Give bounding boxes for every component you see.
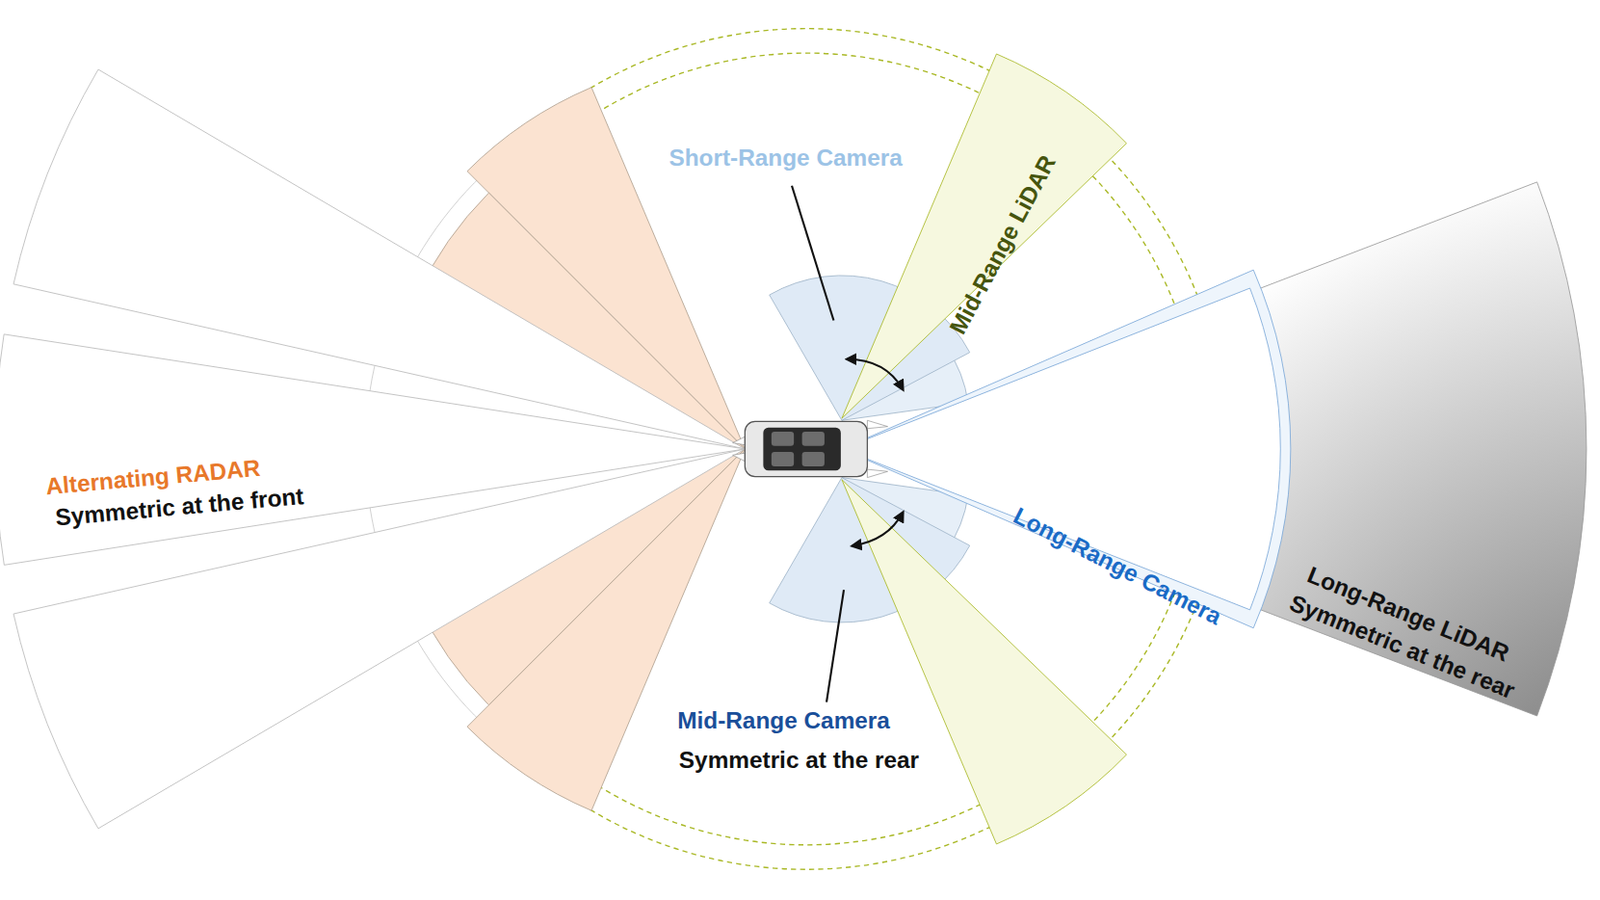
rotation-arrow	[852, 512, 904, 547]
sensor-mount	[733, 436, 746, 445]
sensor-mount	[866, 469, 888, 477]
sensor-label: Long-Range Camera	[1009, 502, 1226, 630]
long-range-camera-beam	[841, 288, 1281, 610]
leader-line	[791, 185, 834, 321]
leader-line	[826, 589, 844, 702]
rotation-arrow	[846, 359, 903, 391]
radar-long-beam	[0, 334, 745, 565]
sensor-label: Mid-Range Camera	[677, 707, 891, 734]
sensor-mount	[866, 419, 888, 428]
vehicle-seat	[771, 431, 794, 446]
sensor-label: Short-Range Camera	[668, 145, 902, 172]
note-label: Symmetric at the rear	[679, 747, 919, 774]
vehicle	[744, 420, 867, 476]
vehicle-seat	[802, 431, 825, 446]
sensor-label: Mid-Range LiDAR	[944, 151, 1061, 339]
vehicle-cabin	[762, 427, 840, 471]
vehicle-seat	[802, 451, 825, 467]
long-range-camera-beam	[841, 269, 1291, 629]
vehicle-seat	[771, 451, 794, 467]
vehicle-body	[744, 420, 867, 476]
radar-long-beam	[13, 448, 745, 829]
sensor-mount	[733, 452, 746, 461]
